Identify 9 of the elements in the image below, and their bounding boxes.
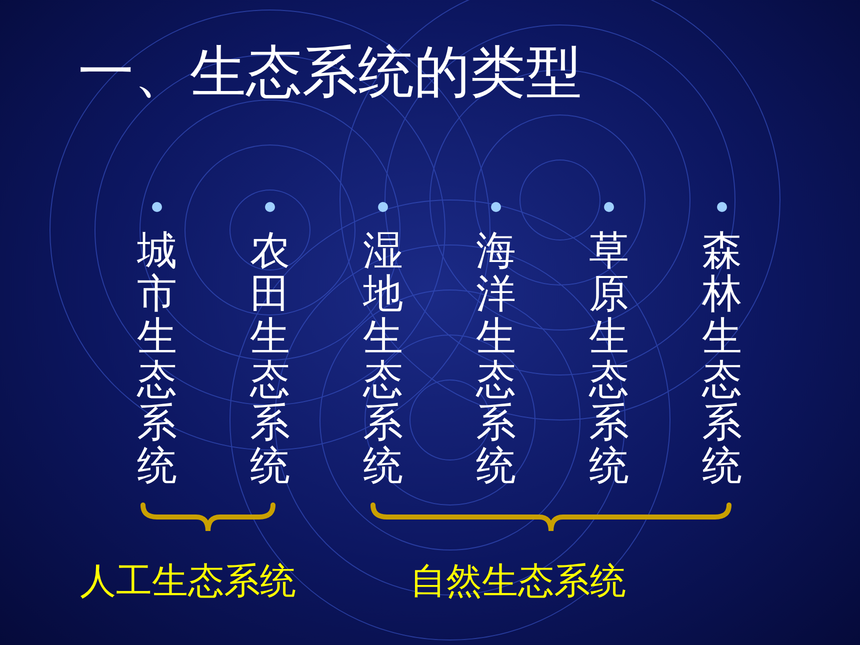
group-label: 自然生态系统	[410, 560, 626, 604]
ecosystem-type-label: 农田生态系统	[249, 230, 291, 488]
ecosystem-type-label: 海洋生态系统	[475, 230, 517, 488]
ecosystem-type-label: 森林生态系统	[701, 230, 743, 488]
ecosystem-type-label: 草原生态系统	[588, 230, 630, 488]
ecosystem-type-label: 湿地生态系统	[362, 230, 404, 488]
ecosystem-type-label: 城市生态系统	[136, 230, 178, 488]
slide-title: 一、生态系统的类型	[78, 40, 582, 106]
group-label: 人工生态系统	[80, 560, 296, 604]
